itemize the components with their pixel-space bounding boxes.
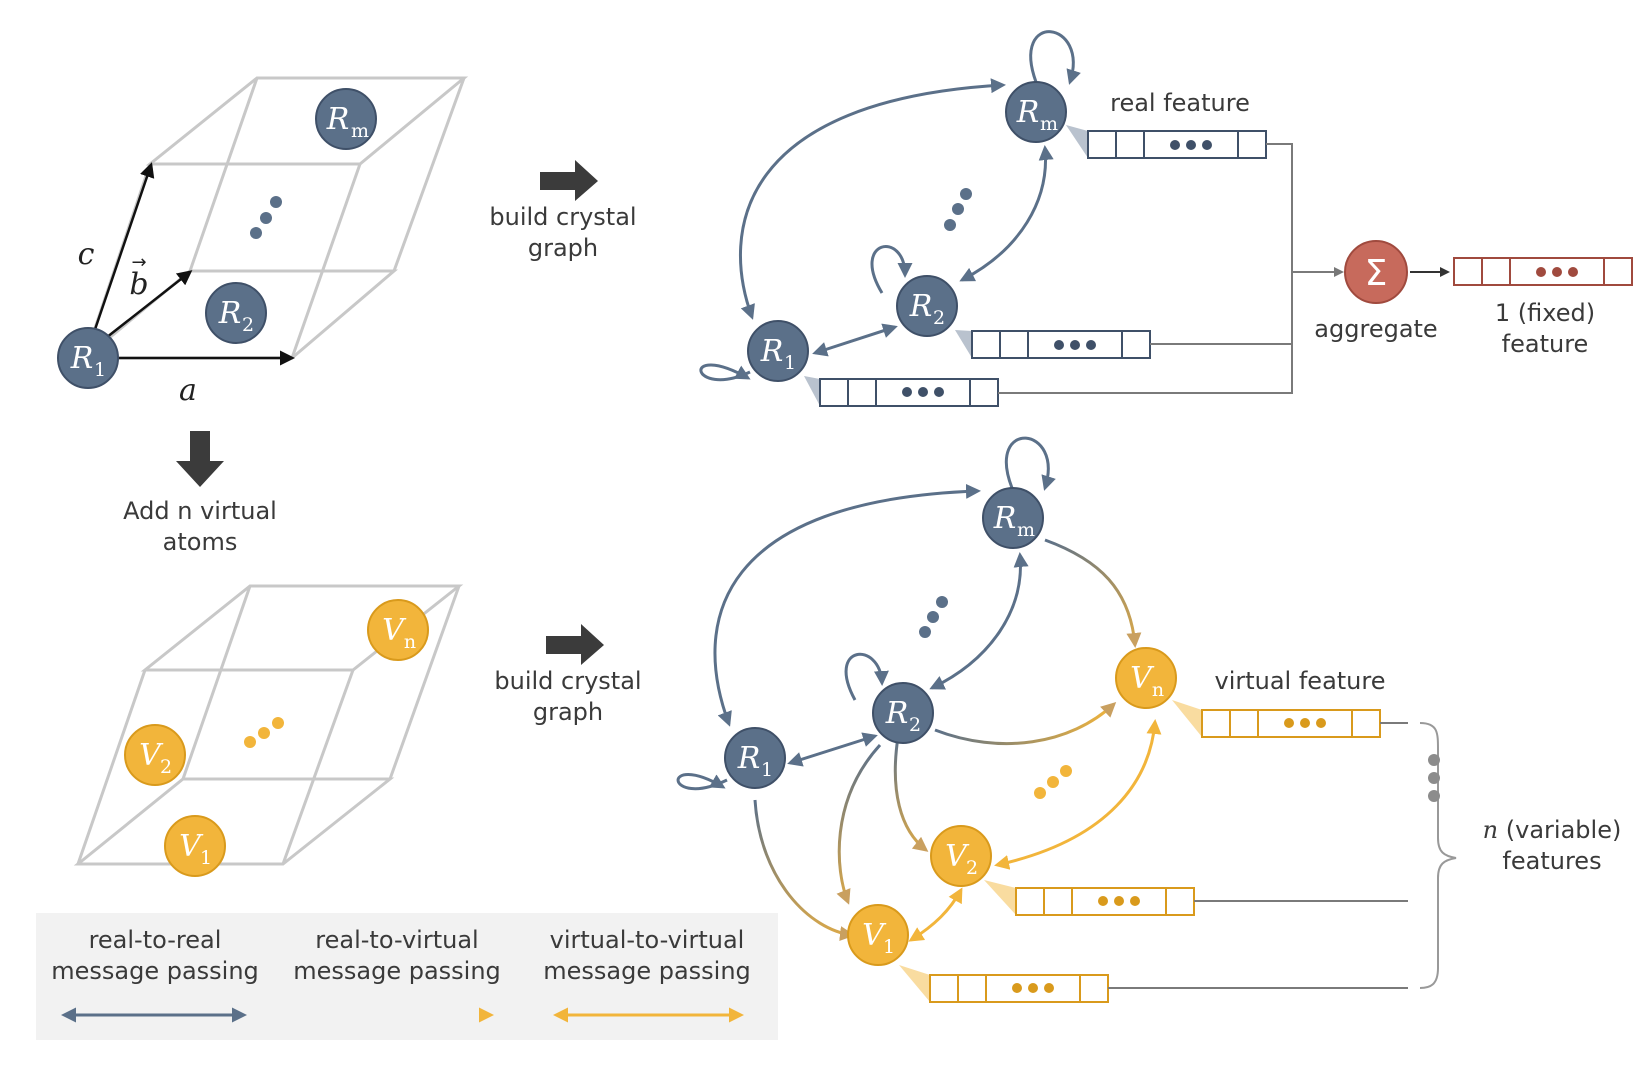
svg-text:R: R: [218, 296, 242, 331]
feature-vector-r1: [804, 376, 999, 407]
svg-text:1: 1: [883, 936, 895, 958]
sigma-icon: Σ: [1365, 253, 1388, 294]
bottom-graph-virtual-dots: [1034, 765, 1072, 799]
svg-text:V: V: [382, 613, 407, 648]
variable-features-text: (variable) features: [1502, 816, 1622, 875]
bottom-node-rm: R m: [982, 487, 1044, 549]
fixed-feature-vector: [1453, 257, 1633, 286]
feature-vector-v1: [899, 965, 1109, 1003]
real-lattice: [80, 76, 469, 360]
build-graph-top-label: build crystal graph: [489, 203, 637, 262]
svg-text:R: R: [1016, 95, 1040, 130]
svg-text:2: 2: [242, 314, 254, 336]
bottom-node-r2: R 2: [872, 682, 934, 744]
legend-label-virtual-to-virtual: virtual-to-virtual message passing: [543, 926, 751, 985]
top-node-rm: R m: [1005, 81, 1067, 143]
axis-c-label: c: [78, 237, 95, 272]
real-lattice-dots: [250, 196, 282, 239]
variable-features-brace: [1419, 722, 1457, 989]
virtual-feature-lines: [1108, 722, 1408, 989]
aggregate-label: aggregate: [1314, 315, 1438, 343]
svg-text:V: V: [139, 738, 164, 773]
svg-text:R: R: [909, 289, 933, 324]
svg-text:m: m: [1017, 519, 1035, 541]
lattice-atom-r1: R 1: [57, 327, 119, 389]
bottom-graph-real-edges: [676, 436, 1056, 791]
top-node-r1: R 1: [747, 320, 809, 382]
lattice-atom-v1: V 1: [164, 815, 226, 877]
build-graph-bottom-label: build crystal graph: [494, 667, 642, 726]
arrow-build-bottom: [546, 624, 604, 665]
axis-a-label: a: [179, 373, 197, 408]
feature-vector-rm: [1066, 125, 1267, 159]
top-graph-edges: [699, 30, 1081, 382]
svg-text:2: 2: [966, 857, 978, 879]
bottom-node-vn: V n: [1115, 647, 1177, 709]
svg-text:2: 2: [909, 714, 921, 736]
svg-text:1: 1: [200, 847, 212, 869]
virtual-feature-label: virtual feature: [1214, 667, 1386, 695]
virtual-lattice-dots: [244, 717, 284, 748]
variable-features-label: n (variable) features: [1462, 815, 1642, 877]
svg-text:2: 2: [933, 307, 945, 329]
bottom-node-r1: R 1: [724, 727, 786, 789]
svg-text:R: R: [993, 501, 1017, 536]
feature-vector-v2: [984, 880, 1195, 916]
svg-text:2: 2: [160, 756, 172, 778]
svg-text:V: V: [179, 829, 204, 864]
svg-text:R: R: [760, 334, 784, 369]
bottom-graph-virtual-edges: [908, 719, 1162, 942]
svg-text:R: R: [326, 102, 350, 137]
svg-text:R: R: [70, 341, 94, 376]
bottom-node-v1: V 1: [847, 904, 909, 966]
svg-text:n: n: [404, 631, 416, 653]
add-virtual-atoms-label: Add n virtual atoms: [123, 497, 277, 556]
svg-text:1: 1: [784, 352, 796, 374]
lattice-atom-rm: R m: [315, 88, 377, 150]
svg-text:n: n: [1152, 679, 1164, 701]
svg-text:m: m: [1040, 113, 1058, 135]
real-feature-label: real feature: [1110, 89, 1250, 117]
svg-text:R: R: [737, 741, 761, 776]
axis-b-label: b: [129, 267, 148, 302]
axis-b-vector-mark: →: [131, 252, 146, 273]
lattice-atom-vn: V n: [367, 599, 429, 661]
svg-text:m: m: [351, 120, 369, 142]
aggregation-bus: [998, 143, 1450, 394]
svg-text:V: V: [1130, 661, 1155, 696]
fixed-feature-label: 1 (fixed) feature: [1494, 299, 1596, 358]
bottom-node-v2: V 2: [930, 825, 992, 887]
feature-vector-r2: [955, 330, 1151, 359]
svg-text:1: 1: [761, 759, 773, 781]
bottom-graph-real-dots: [919, 596, 948, 638]
lattice-atom-r2: R 2: [205, 282, 267, 344]
variable-features-dots: [1428, 754, 1440, 802]
bottom-graph-mixed-edges: [753, 538, 1142, 942]
legend-label-real-to-real: real-to-real message passing: [51, 926, 259, 985]
arrow-build-top: [540, 160, 598, 201]
aggregate-node: Σ: [1344, 240, 1408, 304]
svg-text:V: V: [862, 918, 887, 953]
lattice-atom-v2: V 2: [124, 724, 186, 786]
svg-text:1: 1: [94, 359, 106, 381]
svg-text:V: V: [945, 839, 970, 874]
arrow-add-virtual: [176, 431, 224, 487]
legend-label-real-to-virtual: real-to-virtual message passing: [293, 926, 501, 985]
feature-vector-vn: [1172, 700, 1381, 738]
svg-text:R: R: [885, 696, 909, 731]
top-graph-dots: [944, 188, 972, 231]
variable-features-n: n: [1482, 816, 1499, 844]
top-node-r2: R 2: [896, 275, 958, 337]
